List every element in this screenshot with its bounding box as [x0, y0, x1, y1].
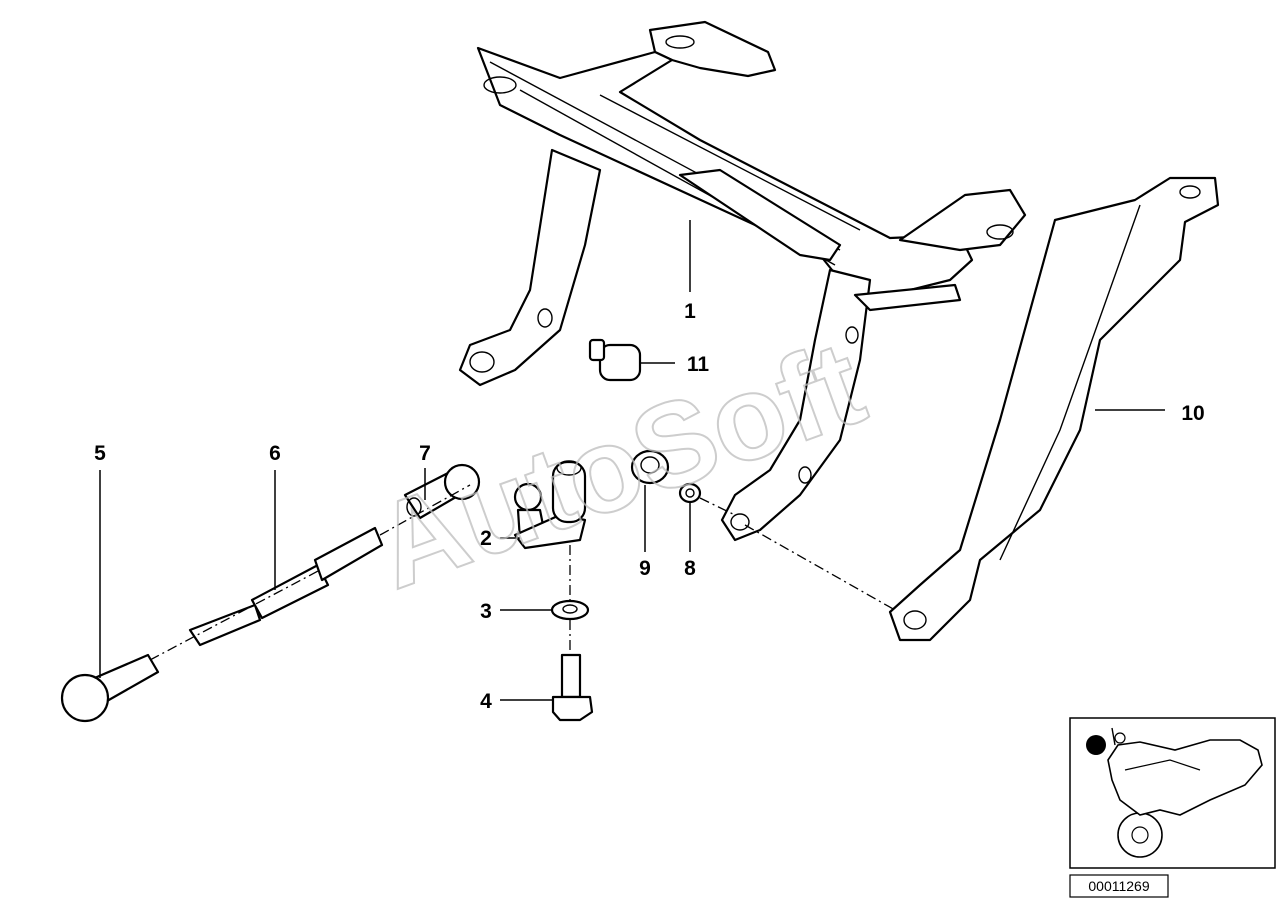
washer-lower-part[interactable] [550, 599, 590, 621]
callout-11: 11 [687, 353, 710, 376]
shift-rod-end-part[interactable] [60, 653, 160, 723]
rubber-buffer-part[interactable] [588, 338, 642, 382]
callout-2: 2 [480, 527, 492, 550]
ball-socket-part[interactable] [403, 463, 481, 520]
callout-4: 4 [480, 690, 492, 713]
reference-number-box: 00011269 [1069, 874, 1169, 898]
assembly-lines [149, 484, 896, 661]
lever-ball-stud-part[interactable] [513, 460, 587, 550]
hex-bolt-part[interactable] [551, 653, 594, 722]
callout-7: 7 [419, 442, 431, 465]
callout-8: 8 [684, 557, 696, 580]
frame-bracket-part[interactable] [458, 20, 1027, 542]
motorcycle-icon [1107, 727, 1263, 858]
thumbnail-box [1069, 717, 1276, 869]
reference-number: 00011269 [1088, 878, 1149, 894]
position-dot-icon [1086, 735, 1106, 755]
callout-1: 1 [684, 300, 696, 323]
callout-5: 5 [94, 442, 106, 465]
leader-lines [99, 220, 1165, 701]
side-panel-part[interactable] [888, 176, 1220, 642]
callout-3: 3 [480, 600, 492, 623]
callout-6: 6 [269, 442, 281, 465]
threaded-rod-part[interactable] [188, 526, 384, 647]
hex-nut-part[interactable] [630, 449, 670, 485]
callout-10: 10 [1181, 402, 1204, 425]
washer-right-part[interactable] [678, 482, 702, 504]
callout-9: 9 [639, 557, 651, 580]
